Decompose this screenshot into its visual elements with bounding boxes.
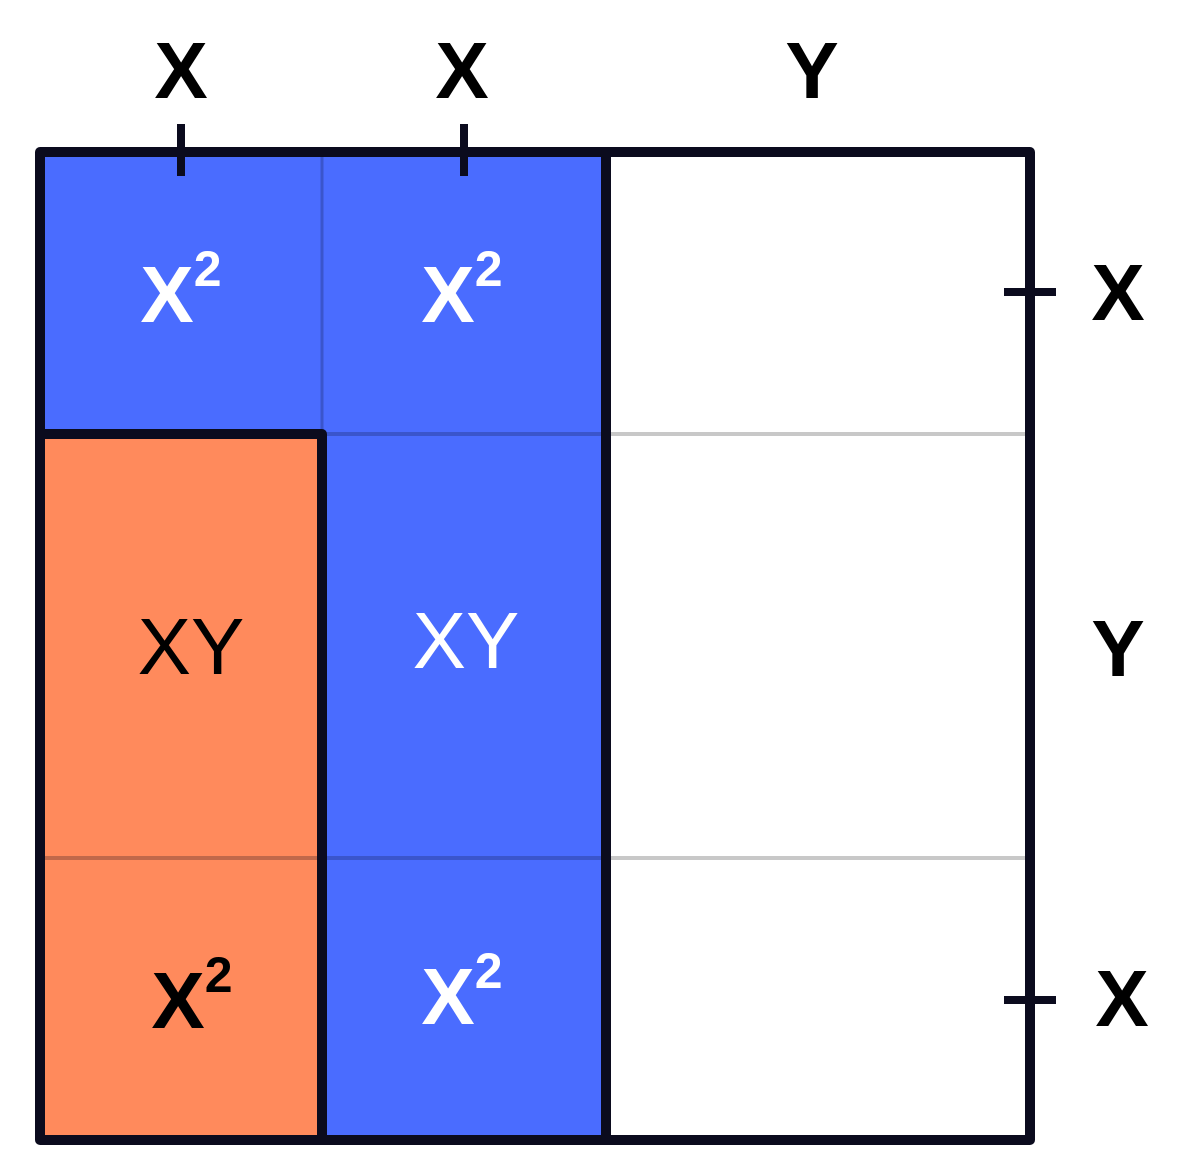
cell-label-blue-bottom: X2 [421, 943, 502, 1041]
blue-region-top-left [40, 152, 322, 434]
cell-label-orange-mid: XY [138, 602, 245, 691]
cell-label-blue-mid: XY [413, 596, 520, 685]
blue-column-middle [322, 152, 606, 1140]
cell-label-blue-top-left: X2 [140, 241, 221, 339]
outer-border [35, 147, 1035, 1145]
right-label-2: Y [1091, 604, 1144, 693]
cell-label-orange-bottom: X2 [151, 947, 232, 1045]
orange-region-border [40, 429, 327, 1140]
cell-label-blue-top-mid: X2 [421, 241, 502, 339]
top-label-2: X [435, 26, 488, 115]
right-label-3: X [1095, 954, 1148, 1043]
right-label-1: X [1091, 248, 1144, 337]
orange-region [40, 434, 322, 1140]
top-label-3: Y [785, 26, 838, 115]
top-label-1: X [154, 26, 207, 115]
